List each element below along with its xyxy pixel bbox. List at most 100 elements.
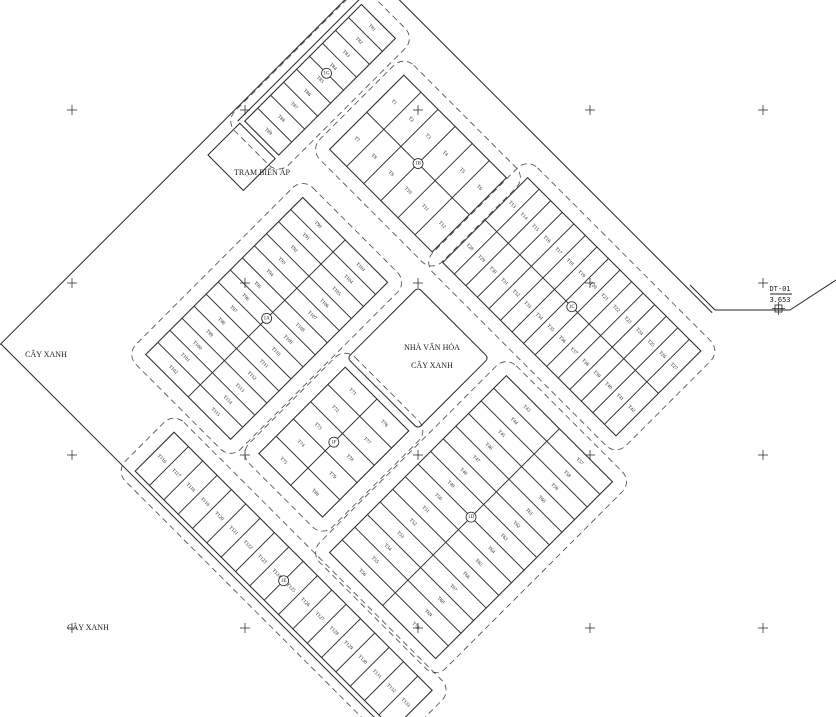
lot[interactable]: T13 [484, 177, 540, 233]
lot[interactable]: T67 [419, 554, 487, 622]
lot[interactable]: T53 [366, 501, 434, 569]
lot[interactable]: T38 [557, 335, 613, 391]
lot[interactable]: T60 [508, 466, 576, 533]
lot[interactable]: T93 [253, 233, 310, 289]
lot[interactable]: T24 [611, 304, 667, 360]
lot[interactable]: T65 [445, 529, 513, 596]
lot[interactable]: T64 [457, 516, 525, 584]
lot[interactable]: T106 [296, 275, 352, 332]
lot[interactable]: T98 [193, 293, 250, 350]
lot[interactable]: T30 [465, 242, 521, 298]
lot[interactable]: T29 [453, 231, 509, 287]
lot[interactable]: T12 [414, 197, 470, 253]
lot[interactable]: T90 [290, 196, 346, 253]
lot[interactable]: T116 [134, 431, 189, 487]
lot[interactable]: T110 [248, 323, 304, 380]
lot-code: T93 [277, 257, 287, 267]
lot[interactable]: T85 [296, 55, 345, 104]
lot[interactable]: T89 [244, 107, 293, 156]
lot[interactable]: T43 [493, 375, 560, 442]
lot[interactable]: T48 [430, 438, 497, 506]
lot[interactable]: T94 [241, 245, 298, 301]
lot[interactable]: T56 [329, 539, 396, 607]
lot[interactable]: T16 [519, 211, 575, 267]
lot-code: T11 [420, 204, 429, 213]
lot[interactable]: T45 [467, 400, 535, 468]
lot[interactable]: T105 [308, 263, 365, 320]
lot[interactable]: T19 [553, 246, 610, 302]
lot[interactable]: T46 [455, 412, 523, 480]
lot[interactable]: T42 [603, 381, 659, 437]
lot[interactable]: T55 [341, 526, 409, 594]
lot[interactable]: T44 [480, 387, 548, 455]
lot[interactable]: T97 [205, 281, 262, 338]
lot[interactable]: T26 [634, 327, 690, 383]
lot-code: T71 [347, 388, 357, 398]
lot[interactable]: T57 [546, 428, 614, 495]
lot[interactable]: T37 [546, 323, 602, 379]
lot[interactable]: T21 [577, 269, 633, 325]
lot[interactable]: T70 [382, 592, 449, 660]
lot[interactable]: T40 [580, 358, 636, 414]
lot-code: T20 [588, 281, 598, 291]
lot[interactable]: T114 [199, 372, 256, 428]
lot[interactable]: T87 [270, 81, 319, 130]
lot[interactable]: T102 [145, 341, 201, 398]
lot[interactable]: T112 [223, 348, 280, 404]
lot[interactable]: T15 [507, 200, 563, 256]
lot[interactable]: T22 [588, 281, 644, 337]
lot[interactable]: T115 [187, 384, 244, 440]
lot[interactable]: T104 [320, 251, 377, 308]
lot[interactable]: T54 [354, 514, 422, 581]
svg-text:1C: 1C [569, 305, 576, 310]
lot[interactable]: T32 [488, 265, 544, 321]
lot[interactable]: T101 [157, 329, 213, 386]
lot[interactable]: T91 [278, 208, 334, 265]
lot[interactable]: T14 [496, 188, 552, 244]
lot[interactable]: T95 [229, 257, 286, 313]
lot[interactable]: T100 [169, 317, 225, 374]
lot-code: T114 [222, 395, 233, 406]
lot[interactable]: T27 [646, 338, 702, 394]
lot[interactable]: T92 [265, 221, 322, 277]
lot-code: T42 [626, 405, 636, 415]
lot[interactable]: T41 [592, 369, 648, 425]
lot[interactable]: T66 [432, 541, 500, 609]
lot[interactable]: T113 [211, 360, 268, 416]
lot[interactable]: T34 [511, 288, 567, 344]
lot[interactable]: T103 [332, 239, 389, 295]
lot[interactable]: T59 [520, 453, 588, 521]
lot[interactable]: T52 [379, 488, 447, 556]
lot[interactable]: T82 [334, 16, 383, 65]
lot[interactable]: T84 [309, 42, 358, 91]
lot-code: T101 [179, 353, 190, 364]
lot[interactable]: T108 [272, 299, 328, 356]
lot[interactable]: T80 [290, 467, 341, 518]
lot[interactable]: T36 [534, 311, 590, 368]
lot[interactable]: T25 [623, 315, 679, 371]
lot[interactable]: T111 [235, 335, 292, 392]
lot[interactable]: T18 [542, 234, 598, 290]
lot[interactable]: T69 [394, 579, 462, 647]
lot[interactable]: T47 [442, 425, 510, 493]
lot[interactable]: T23 [600, 292, 656, 348]
lot[interactable]: T63 [470, 503, 538, 571]
lot[interactable]: T31 [476, 254, 532, 310]
lot[interactable]: T17 [530, 223, 586, 279]
lot[interactable]: T61 [495, 478, 563, 546]
substation [207, 122, 276, 192]
lot[interactable]: T49 [417, 450, 485, 518]
lot[interactable]: T88 [257, 94, 306, 143]
lot[interactable]: T39 [569, 346, 625, 402]
lot[interactable]: T133 [378, 675, 433, 717]
lot-code: T110 [270, 347, 281, 358]
lot[interactable]: T107 [284, 287, 340, 344]
lot[interactable]: T33 [499, 277, 556, 333]
lot[interactable]: T99 [181, 305, 238, 362]
lot[interactable]: T50 [404, 463, 472, 531]
lot[interactable]: T51 [392, 476, 459, 543]
lot[interactable]: T62 [483, 491, 550, 559]
lot[interactable]: T28 [442, 219, 498, 275]
